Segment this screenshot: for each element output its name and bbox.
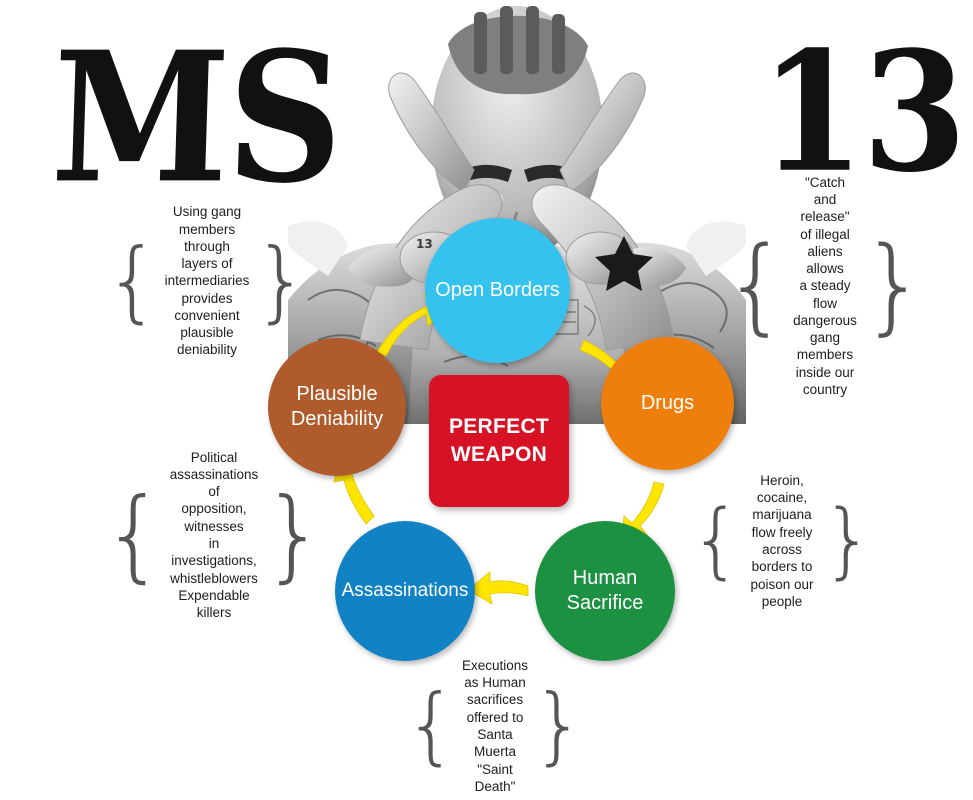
center-card-label: PERFECT WEAPON <box>448 415 550 466</box>
brace-left-icon: { <box>690 493 743 589</box>
callout-heroin: { Heroin, cocaine, marijuana flow freely… <box>690 473 874 609</box>
svg-text:13: 13 <box>416 237 433 251</box>
callout-deniability: { Using gang members through layers of i… <box>105 204 310 357</box>
brace-left-icon: { <box>104 229 161 333</box>
node-human-sacrifice[interactable]: Human Sacrifice <box>535 521 675 661</box>
callout-heroin-text: Heroin, cocaine, marijuana flow freely a… <box>750 472 814 609</box>
brace-left-icon: { <box>102 476 166 593</box>
callout-executions-text: Executions as Human sacrifices offered t… <box>461 657 529 794</box>
gang-member-photo: 13 <box>288 0 746 424</box>
node-drugs[interactable]: Drugs <box>601 337 734 470</box>
callout-catch-and-release: { "Catch and release" of illegal aliens … <box>723 175 927 397</box>
node-open-borders-label: Open Borders <box>435 279 560 301</box>
callout-deniability-text: Using gang members through layers of int… <box>164 204 250 358</box>
brace-right-icon: } <box>821 493 874 589</box>
node-plausible-deniability[interactable]: Plausible Deniability <box>268 338 406 476</box>
callout-political-assassinations: { Political assassinations of opposition… <box>102 450 326 620</box>
node-assassinations-label: Assassinations <box>341 580 469 602</box>
node-plausible-deniability-label: Plausible Deniability <box>290 383 384 430</box>
brace-right-icon: } <box>253 229 310 333</box>
brace-right-icon: } <box>860 224 928 347</box>
arrow-human-sacrifice-to-assassinations <box>467 571 529 605</box>
brace-right-icon: } <box>532 676 586 775</box>
brace-left-icon: { <box>404 676 458 775</box>
node-assassinations[interactable]: Assassinations <box>335 521 475 661</box>
callout-political-assassinations-text: Political assassinations of opposition, … <box>169 449 259 621</box>
callout-catch-and-release-text: "Catch and release" of illegal aliens al… <box>793 174 857 397</box>
node-human-sacrifice-label: Human Sacrifice <box>566 567 644 614</box>
ms-logo-text: MS <box>48 12 345 223</box>
brace-right-icon: } <box>262 476 326 593</box>
node-drugs-label: Drugs <box>640 392 695 414</box>
node-open-borders[interactable]: Open Borders <box>425 218 570 363</box>
thirteen-logo-text: 13 <box>760 15 967 210</box>
callout-executions: { Executions as Human sacrifices offered… <box>404 658 586 794</box>
center-card-perfect-weapon[interactable]: PERFECT WEAPON <box>429 375 569 507</box>
brace-left-icon: { <box>722 224 790 347</box>
